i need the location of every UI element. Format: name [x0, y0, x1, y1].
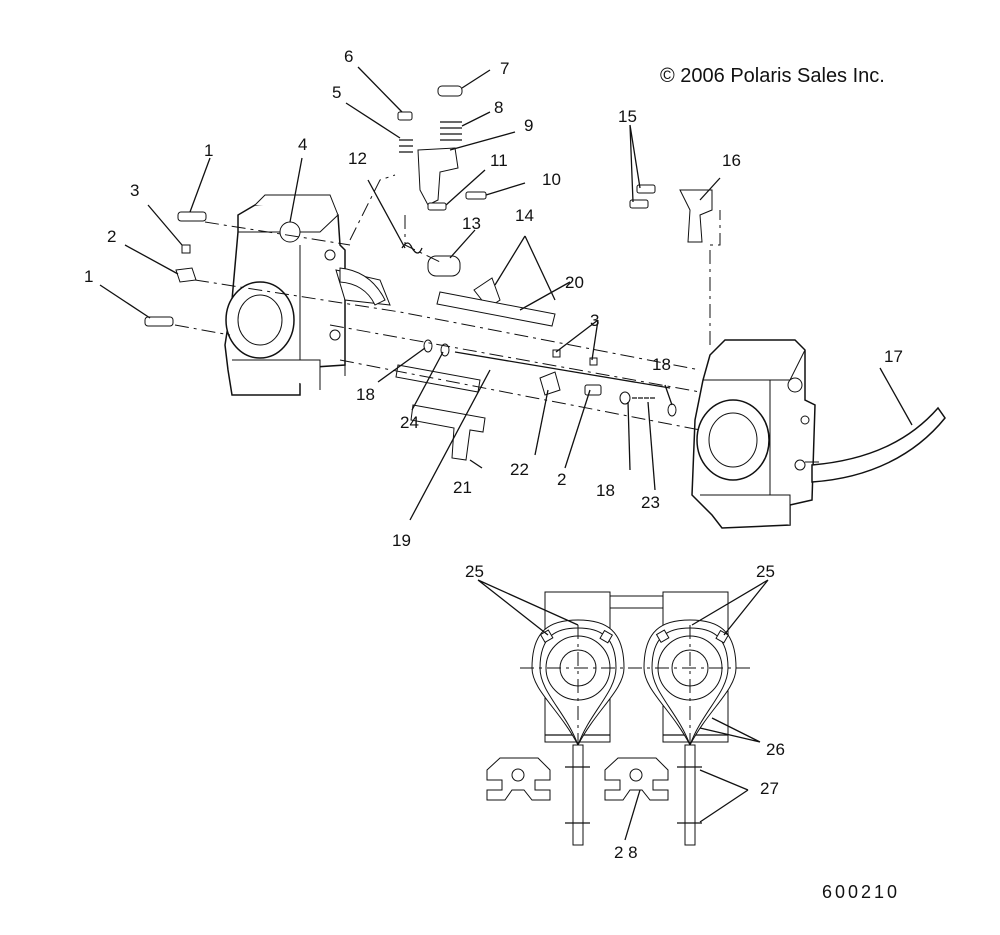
callout-9: 9	[524, 116, 533, 135]
callout-18a: 18	[356, 385, 375, 404]
callout-20: 20	[565, 273, 584, 292]
callout-14: 14	[515, 206, 534, 225]
callout-3b: 3	[590, 311, 599, 330]
callout-13: 13	[462, 214, 481, 233]
callout-2a: 2	[107, 227, 116, 246]
callout-21: 21	[453, 478, 472, 497]
callout-28: 2 8	[614, 843, 638, 862]
leader-lines	[99, 66, 913, 521]
callout-6: 6	[344, 47, 353, 66]
callout-25a: 25	[465, 562, 484, 581]
alignment-lines	[174, 174, 820, 463]
small-parts	[144, 85, 946, 483]
callout-7: 7	[500, 59, 509, 78]
callout-5: 5	[332, 83, 341, 102]
callout-15: 15	[618, 107, 637, 126]
callout-26: 26	[766, 740, 785, 759]
detail-view	[477, 579, 769, 846]
callout-17: 17	[884, 347, 903, 366]
callout-12: 12	[348, 149, 367, 168]
left-carburetor	[224, 194, 391, 396]
callout-3a: 3	[130, 181, 139, 200]
callout-16: 16	[722, 151, 741, 170]
callout-23: 23	[641, 493, 660, 512]
copyright-notice: © 2006 Polaris Sales Inc.	[660, 65, 885, 87]
callout-1b: 1	[84, 267, 93, 286]
callout-2b: 2	[557, 470, 566, 489]
callout-11: 11	[490, 151, 508, 170]
callout-27: 27	[760, 779, 779, 798]
callout-4: 4	[298, 135, 307, 154]
callout-25b: 25	[756, 562, 775, 581]
callout-22: 22	[510, 460, 529, 479]
callout-1a: 1	[204, 141, 213, 160]
drawing-number: 600210	[822, 882, 900, 902]
callout-8: 8	[494, 98, 503, 117]
callout-10: 10	[542, 170, 561, 189]
right-carburetor	[691, 339, 816, 529]
callout-18c: 18	[652, 355, 671, 374]
callout-24: 24	[400, 413, 419, 432]
callout-18b: 18	[596, 481, 615, 500]
callout-19: 19	[392, 531, 411, 550]
callout-labels: 1 1 2 2 3 3 4 5 6 7 8 9 10 11 12 13 14 1…	[84, 47, 903, 862]
